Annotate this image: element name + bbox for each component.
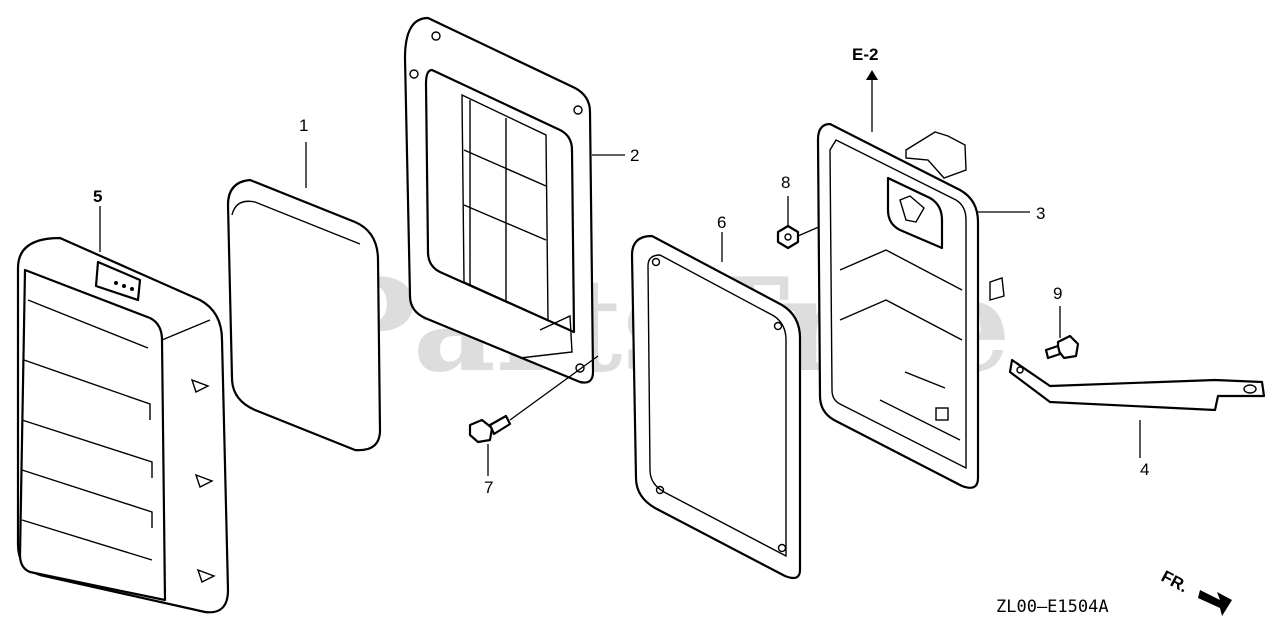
callout-5: 5 [93, 187, 102, 206]
part-2-air-cleaner-case[interactable] [403, 16, 595, 384]
front-arrow-icon [1198, 590, 1232, 616]
front-direction-marker: FR. [1158, 567, 1232, 616]
part-5-air-cleaner-cover[interactable] [16, 236, 230, 614]
callout-9: 9 [1053, 284, 1062, 303]
callout-2: 2 [630, 146, 639, 165]
part-4-stay[interactable] [1008, 358, 1266, 412]
diagram-code: ZL00—E1504A [996, 597, 1109, 617]
part-3-air-cleaner-elbow[interactable] [816, 122, 1005, 489]
section-arrow-icon [866, 70, 878, 80]
callout-8: 8 [781, 173, 790, 192]
callout-7: 7 [484, 478, 493, 497]
callout-6: 6 [717, 213, 726, 232]
front-label: FR. [1158, 567, 1191, 597]
callout-1: 1 [299, 116, 308, 135]
part-7-flange-bolt[interactable] [468, 355, 599, 444]
part-6-gasket[interactable] [630, 234, 802, 580]
part-1-air-cleaner-element[interactable] [226, 178, 382, 452]
callout-3: 3 [1036, 204, 1045, 223]
section-reference: E-2 [852, 45, 878, 64]
part-9-bolt[interactable] [1044, 334, 1080, 360]
callout-4: 4 [1140, 460, 1149, 479]
